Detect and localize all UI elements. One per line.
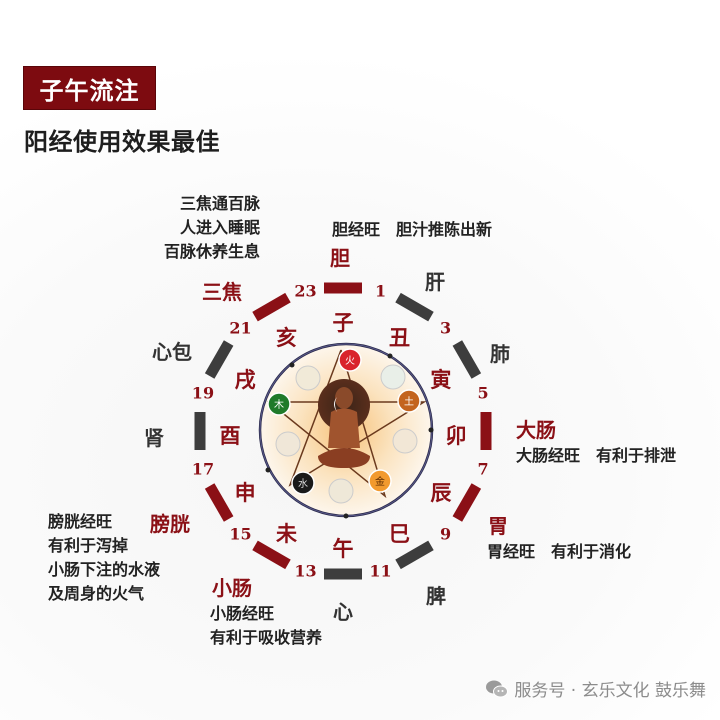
note-bladder: 膀胱经旺 有利于泻掉 小肠下注的水液 及周身的火气	[48, 510, 160, 606]
branch-label: 戌	[234, 366, 256, 392]
organ-label-liver: 肝	[425, 270, 445, 294]
wechat-icon	[486, 680, 509, 698]
note-line: 三焦通百脉	[179, 194, 260, 213]
page-title: 子午流注	[39, 75, 140, 105]
note-small-intestine: 小肠经旺 有利于吸收营养	[210, 602, 322, 650]
five-element-diagram: 火 土 金 水 木	[258, 342, 434, 519]
page-subtitle: 阳经使用效果最佳	[24, 127, 220, 156]
branch-label: 子	[332, 310, 354, 335]
title-box: 子午流注	[23, 66, 156, 110]
svg-text:水: 水	[298, 478, 308, 490]
hour-label: 13	[294, 561, 317, 581]
organ-label-spleen: 脾	[426, 584, 446, 608]
segment-17-19	[194, 412, 206, 450]
note-sanjiao: 三焦通百脉 人进入睡眠 百脉休养生息	[150, 192, 260, 264]
organ-label-small-intestine: 小肠	[212, 576, 252, 600]
segment-9-11	[395, 540, 434, 570]
svg-text:木: 木	[274, 399, 284, 411]
organ-label-gallbladder: 胆	[330, 246, 350, 270]
note-line: 小肠经旺	[210, 604, 275, 623]
note-line: 人进入睡眠	[179, 218, 260, 237]
hour-label: 9	[439, 524, 452, 544]
segment-5-7	[480, 412, 492, 450]
segment-15-17	[204, 483, 234, 522]
hour-label: 19	[191, 383, 215, 403]
note-stomach: 胃经旺 有利于消化	[487, 542, 632, 561]
hour-label: 1	[374, 281, 387, 301]
segment-13-15	[252, 540, 291, 570]
branch-label: 酉	[219, 423, 241, 448]
note-line: 百脉休养生息	[163, 242, 260, 261]
segment-3-5	[452, 340, 482, 379]
branch-label: 未	[276, 520, 297, 546]
svg-text:火: 火	[345, 355, 355, 367]
branch-label: 亥	[276, 325, 297, 351]
note-line: 膀胱经旺	[48, 512, 113, 531]
hour-label: 7	[477, 459, 489, 479]
organ-label-sanjiao: 三焦	[202, 280, 242, 304]
branch-label: 丑	[389, 325, 410, 351]
hour-label: 17	[191, 459, 215, 479]
segment-19-21	[204, 340, 234, 379]
hour-label: 23	[294, 281, 317, 301]
svg-text:金: 金	[375, 475, 385, 488]
hour-label: 5	[477, 383, 489, 403]
footer-text: 服务号 · 玄乐文化 鼓乐舞	[514, 681, 706, 701]
note-line: 小肠下注的水液	[48, 560, 161, 579]
organ-label-large-intestine: 大肠	[516, 418, 556, 442]
organ-label-bladder: 膀胱	[150, 512, 190, 536]
branch-label: 巳	[389, 520, 410, 546]
note-large-intestine: 大肠经旺 有利于排泄	[516, 446, 677, 465]
hour-label: 15	[229, 524, 252, 544]
branch-label: 申	[234, 479, 256, 505]
segment-23-1	[324, 282, 362, 294]
organ-label-pericardium: 心包	[152, 340, 192, 364]
branch-label: 卯	[445, 423, 467, 448]
organ-label-kidney: 肾	[144, 426, 164, 450]
note-line: 有利于吸收营养	[210, 628, 323, 647]
organ-label-heart: 心	[333, 600, 353, 624]
svg-text:土: 土	[404, 395, 414, 408]
organ-segments	[194, 282, 492, 580]
note-line: 及周身的火气	[48, 584, 145, 603]
note-gallbladder: 胆经旺 胆汁推陈出新	[332, 220, 493, 239]
branch-label: 辰	[430, 479, 452, 505]
hour-label: 21	[229, 318, 252, 338]
note-line: 有利于泻掉	[48, 536, 129, 555]
hour-label: 3	[439, 318, 452, 338]
branch-label: 午	[332, 536, 354, 561]
hour-label: 11	[369, 561, 392, 581]
organ-label-stomach: 胃	[488, 514, 508, 538]
segment-7-9	[452, 483, 482, 522]
segment-11-13	[324, 568, 362, 580]
branch-label: 寅	[430, 366, 452, 392]
segment-1-3	[395, 292, 434, 322]
organ-label-lung: 肺	[490, 342, 510, 366]
footer-watermark: 服务号 · 玄乐文化 鼓乐舞	[486, 676, 706, 701]
segment-21-23	[252, 292, 291, 322]
